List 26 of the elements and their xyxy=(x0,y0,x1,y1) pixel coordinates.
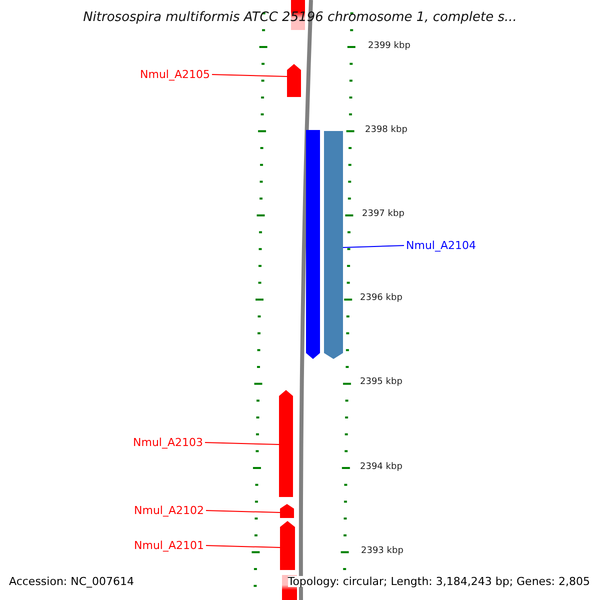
gene-label: Nmul_A2102 xyxy=(134,505,204,516)
scale-label: 2399 kbp xyxy=(368,42,410,51)
gene-block xyxy=(306,130,320,359)
gene-label: Nmul_A2105 xyxy=(140,69,210,80)
scale-label: 2393 kbp xyxy=(361,547,404,556)
leader-line xyxy=(342,245,404,248)
gene-label: Nmul_A2103 xyxy=(133,437,203,448)
gene-label: Nmul_A2104 xyxy=(406,240,476,251)
scale-label: 2394 kbp xyxy=(360,463,402,472)
leader-line xyxy=(204,442,280,445)
scale-label: 2395 kbp xyxy=(360,378,402,387)
title: Nitrosospira multiformis ATCC 25196 chromosome 1, complete s... xyxy=(82,11,518,24)
gene-block xyxy=(324,131,343,359)
scale-label: 2397 kbp xyxy=(362,210,404,219)
leader-line xyxy=(206,510,280,513)
scale-label: 2398 kbp xyxy=(365,126,408,135)
gene-block xyxy=(280,504,294,518)
info-text: Topology: circular; Length: 3,184,243 bp; Genes: 2,805 xyxy=(288,576,590,587)
info-text: Accession: NC_007614 xyxy=(9,576,134,587)
gene-block xyxy=(280,521,295,570)
leader-line xyxy=(206,545,280,548)
scale-label: 2396 kbp xyxy=(360,294,402,303)
leader-line xyxy=(212,74,288,77)
gene-label: Nmul_A2101 xyxy=(134,540,204,551)
gene-block xyxy=(287,64,301,97)
gene-block xyxy=(279,390,293,497)
